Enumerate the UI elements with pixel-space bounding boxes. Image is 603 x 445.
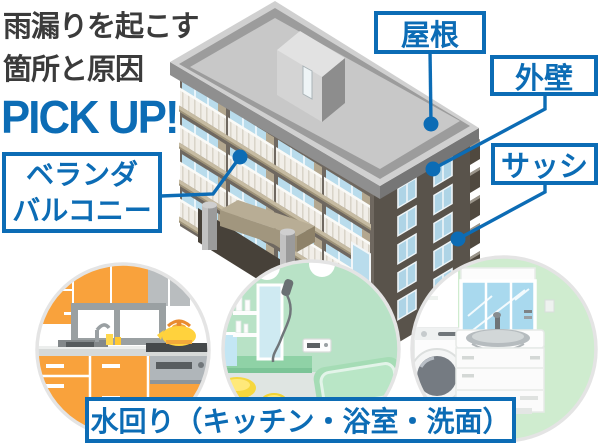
wall-dot	[425, 161, 441, 177]
roof-connector	[428, 49, 433, 125]
callout-sash: サッシ	[491, 143, 598, 185]
callout-water-areas-label: 水回り（キッチン・浴室・洗面）	[90, 406, 511, 437]
sash-dot	[450, 231, 466, 247]
side-balcony-fins	[470, 139, 480, 277]
balcony-connector	[160, 155, 242, 198]
balcony-dot	[232, 149, 248, 165]
connector-dots	[232, 116, 466, 247]
callout-sash-label: サッシ	[500, 151, 588, 183]
callout-exterior-wall-label: 外壁	[514, 62, 573, 95]
entrance-canopy	[220, 200, 315, 252]
title-line1: 雨漏りを起こす	[3, 11, 199, 43]
callout-balcony-line2: バルコニー	[12, 194, 152, 226]
roof-dot	[423, 116, 439, 132]
callout-balcony-line1: ベランダ	[25, 158, 138, 190]
callout-roof-label: 屋根	[400, 19, 459, 52]
callout-water-areas: 水回り（キッチン・浴室・洗面）	[85, 397, 516, 443]
title-line2: 箇所と原因	[3, 54, 144, 86]
callout-roof: 屋根	[374, 11, 486, 54]
wall-connector	[432, 93, 547, 171]
penthouse	[277, 31, 345, 122]
callout-balcony: ベランダ バルコニー	[2, 152, 162, 233]
page-title: 雨漏りを起こす 箇所と原因	[3, 6, 199, 92]
pickup-text: PICK UP!	[1, 91, 180, 143]
callout-exterior-wall: 外壁	[490, 55, 598, 96]
